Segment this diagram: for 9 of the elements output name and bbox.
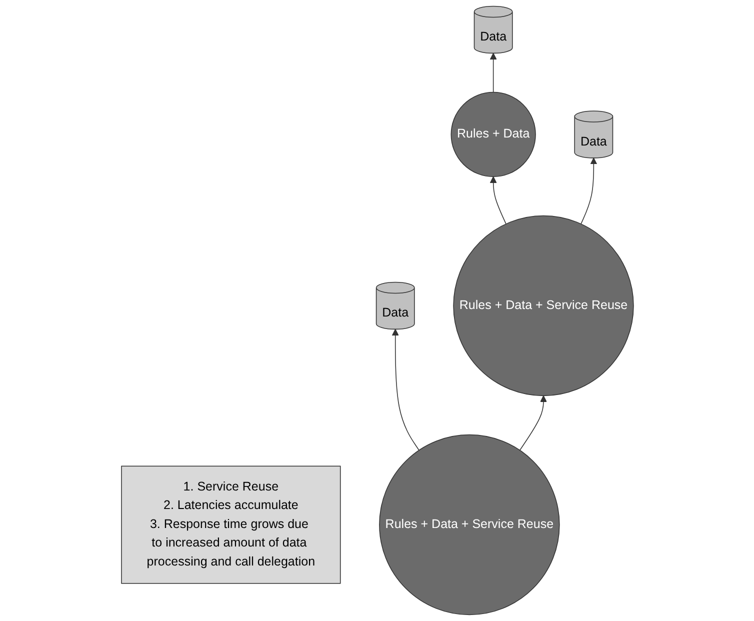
arrow: [518, 395, 546, 451]
node-circle: Rules + Data: [450, 92, 536, 178]
node-circle: Rules + Data + Service Reuse: [452, 215, 634, 396]
arrow: [391, 328, 419, 451]
arrow: [489, 52, 496, 93]
node-box: 1. Service Reuse 2. Latencies accumulate 3. Response time grows due to increased amount of data processing and call delegation: [120, 466, 340, 584]
arrow: [489, 176, 506, 224]
arrow: [580, 158, 597, 224]
node-circle: Rules + Data + Service Reuse: [378, 434, 560, 616]
